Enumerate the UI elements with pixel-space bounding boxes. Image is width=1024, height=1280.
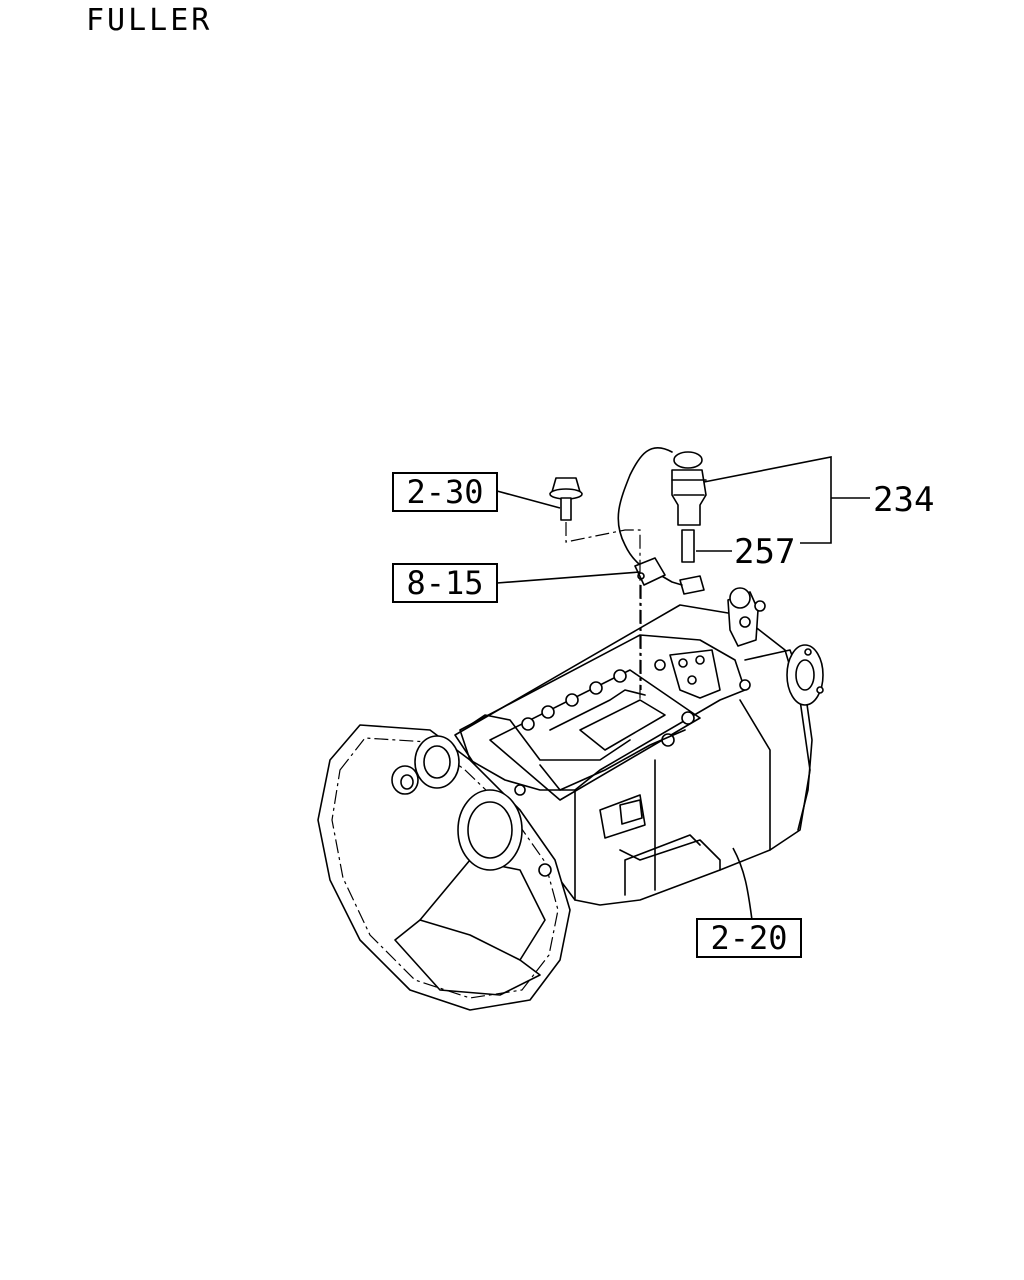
rear-valve-fitting-1 xyxy=(754,600,766,612)
bracket-leader xyxy=(703,456,870,544)
callout-label: 257 xyxy=(734,532,795,572)
deck-bolt-4 xyxy=(589,681,603,695)
callout-box xyxy=(392,472,498,512)
bracket-bolt-1 xyxy=(678,658,688,668)
bell-housing-inner xyxy=(394,919,541,996)
bracket-bolt-2 xyxy=(695,655,705,665)
callout-box xyxy=(696,918,802,958)
output-flange xyxy=(786,644,824,706)
harness-connector xyxy=(679,575,705,595)
flange-bolt-shank xyxy=(560,497,572,521)
air-line-1 xyxy=(469,714,631,761)
callout-257[interactable]: 257 xyxy=(696,532,795,572)
top-cover xyxy=(459,634,746,791)
bracket-bolt-4 xyxy=(739,679,751,691)
rear-bracket xyxy=(669,649,721,699)
output-flange-hub xyxy=(795,659,815,691)
switch-assembly xyxy=(617,446,707,595)
bolt-drawing xyxy=(549,477,583,521)
callout-leader xyxy=(496,490,561,509)
flange-bolt-2 xyxy=(816,686,824,694)
air-line-2 xyxy=(539,729,686,791)
solenoid-block-top xyxy=(619,799,643,825)
callout-8-15[interactable]: 8-15 xyxy=(392,563,641,603)
callout-label: 2-20 xyxy=(710,919,787,957)
deck-bolt-6 xyxy=(681,711,695,725)
rear-valve-cap xyxy=(729,587,751,609)
callout-leader xyxy=(496,571,641,584)
neutral-switch-body xyxy=(671,469,707,526)
harness-clip-hole xyxy=(637,572,645,580)
bell-housing-floor xyxy=(419,859,546,961)
callout-box xyxy=(392,563,498,603)
shift-bar-housing xyxy=(489,669,701,801)
rear-housing xyxy=(744,649,813,831)
flange-bolt-1 xyxy=(804,648,812,656)
release-shaft-hole xyxy=(400,774,414,790)
bolt-install-line xyxy=(565,522,641,700)
deck-bolt-5 xyxy=(613,669,627,683)
callout-label: 234 xyxy=(873,480,934,520)
shift-bar-inner xyxy=(579,699,666,751)
neutral-switch-hex xyxy=(671,479,707,496)
rear-valve-fitting-2 xyxy=(739,616,751,628)
callout-2-30[interactable]: 2-30 xyxy=(392,472,561,512)
clip-drawing xyxy=(634,557,666,586)
switch-pin xyxy=(681,529,695,563)
deck-bolt-3 xyxy=(565,693,579,707)
air-line-3 xyxy=(549,689,646,731)
case-pocket xyxy=(624,834,701,896)
bracket-bolt-3 xyxy=(687,675,697,685)
solenoid-block xyxy=(599,794,646,839)
switch-harness xyxy=(617,446,673,576)
deck-bolt-1 xyxy=(521,717,535,731)
housing-bolt-1 xyxy=(538,863,552,877)
callout-label: 2-30 xyxy=(406,473,483,511)
release-bore xyxy=(414,735,460,789)
transmission-drawing xyxy=(317,587,824,1011)
deck-bolt-2 xyxy=(541,705,555,719)
release-shaft-boss xyxy=(391,765,419,795)
callout-2-20[interactable]: 2-20 xyxy=(696,847,802,958)
input-bore-inner xyxy=(467,801,513,859)
brand-heading: FULLER xyxy=(86,3,212,38)
callout-leader xyxy=(732,847,753,921)
release-bore-inner xyxy=(423,745,451,779)
case-rib-3 xyxy=(739,699,771,851)
bracket-bolt-5 xyxy=(654,659,666,671)
housing-bolt-2 xyxy=(514,784,526,796)
callout-234[interactable]: 234 xyxy=(703,456,934,544)
neutral-switch-cap xyxy=(673,451,703,469)
harness-tail xyxy=(659,574,683,586)
callout-label: 8-15 xyxy=(406,564,483,602)
